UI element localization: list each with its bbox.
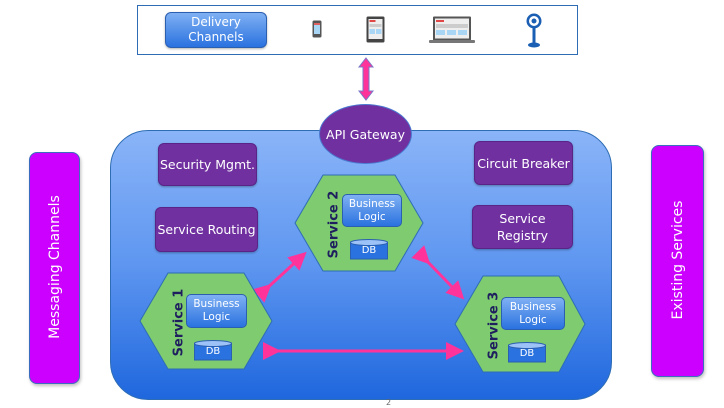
circuit-breaker-box[interactable]: Circuit Breaker [474, 141, 573, 185]
existing-services-bar: Existing Services [651, 145, 704, 377]
laptop-icon [429, 16, 475, 43]
messaging-channels-bar: Messaging Channels [29, 152, 80, 384]
business-logic-label: Business Logic [348, 197, 396, 223]
service-3-db-icon[interactable] [508, 342, 546, 364]
service-registry-label: Service Registry [496, 211, 549, 243]
api-gateway-label: API Gateway [326, 126, 405, 142]
service-1-db-icon[interactable] [194, 340, 232, 362]
service-routing-label: Service Routing [157, 222, 256, 237]
api-gateway[interactable]: API Gateway [319, 104, 412, 164]
page-number: 2 [386, 398, 392, 407]
delivery-channels-button[interactable]: Delivery Channels [165, 12, 267, 48]
service-1-db-label: DB [205, 346, 221, 357]
service-routing-box[interactable]: Service Routing [155, 207, 258, 252]
service-registry-box[interactable]: Service Registry [472, 205, 573, 249]
mobile-phone-icon [312, 20, 322, 38]
service-3-business-logic[interactable]: Business Logic [501, 297, 565, 330]
circuit-breaker-label: Circuit Breaker [477, 155, 570, 171]
service-3-db-label: DB [519, 348, 535, 359]
business-logic-label: Business Logic [509, 300, 557, 326]
delivery-gateway-arrow [357, 57, 375, 101]
tablet-icon [366, 16, 385, 43]
service-2-business-logic[interactable]: Business Logic [342, 194, 402, 227]
service-3-label: Service 3 [486, 291, 502, 360]
security-mgmt-box[interactable]: Security Mgmt. [158, 143, 257, 186]
service-1-business-logic[interactable]: Business Logic [186, 294, 247, 328]
security-mgmt-label: Security Mgmt. [159, 157, 256, 172]
delivery-channels-label: Delivery Channels [188, 15, 244, 44]
business-logic-label: Business Logic [193, 298, 240, 323]
service-2-label: Service 2 [326, 190, 342, 259]
service-2-db-label: DB [361, 245, 377, 256]
iot-sensor-icon [526, 13, 542, 48]
service-2-db-icon[interactable] [350, 239, 388, 261]
service-1-label: Service 1 [171, 288, 187, 357]
arrow-service1-service2 [252, 251, 307, 303]
arrow-service2-service3 [411, 245, 465, 300]
